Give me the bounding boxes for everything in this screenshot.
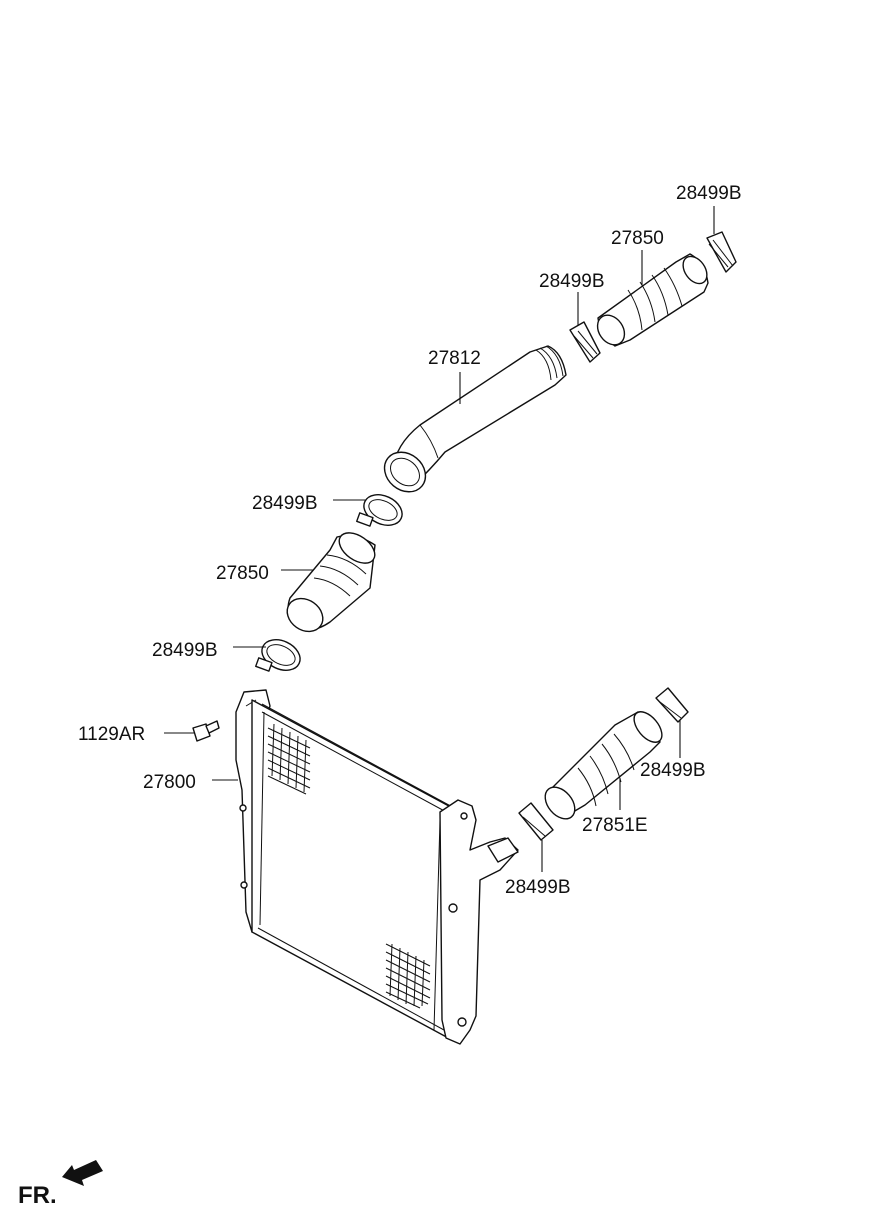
clamp-pipe-lower [356, 494, 403, 527]
label-clamp-right-lower: 28499B [505, 877, 571, 898]
clamp-lower-left [255, 639, 301, 672]
label-clamp-right-upper: 28499B [640, 760, 706, 781]
label-hose-lower-left: 27850 [216, 563, 269, 584]
hose-lower-left [286, 532, 376, 633]
hose-right [544, 711, 663, 820]
front-direction-indicator: FR. [18, 1160, 103, 1209]
hose-upper [596, 253, 709, 347]
core-mesh-upper [267, 723, 311, 795]
intercooler [235, 689, 519, 1045]
arrow-icon [62, 1160, 103, 1186]
label-clamp-pipe-lower: 28499B [252, 493, 318, 514]
clamp-right-upper [655, 687, 689, 723]
part-labels: 28499B 27850 28499B 27812 28499B 27850 2… [78, 183, 742, 898]
label-clamp-lower-left: 28499B [152, 640, 218, 661]
label-hose-upper: 27850 [611, 228, 664, 249]
core-mesh-lower [385, 943, 431, 1009]
clamp-right-lower [518, 802, 554, 841]
label-intercooler: 27800 [143, 772, 196, 793]
pipe [383, 345, 567, 493]
label-pipe: 27812 [428, 348, 481, 369]
label-bolt: 1129AR [78, 724, 145, 745]
clamp-top-right [706, 231, 737, 273]
front-label: FR. [18, 1182, 57, 1209]
bolt [192, 720, 220, 742]
leader-lines [164, 206, 715, 872]
label-clamp-upper-mid: 28499B [539, 271, 605, 292]
label-clamp-top-right: 28499B [676, 183, 742, 204]
label-hose-right: 27851E [582, 815, 648, 836]
clamp-upper-mid [569, 321, 601, 363]
